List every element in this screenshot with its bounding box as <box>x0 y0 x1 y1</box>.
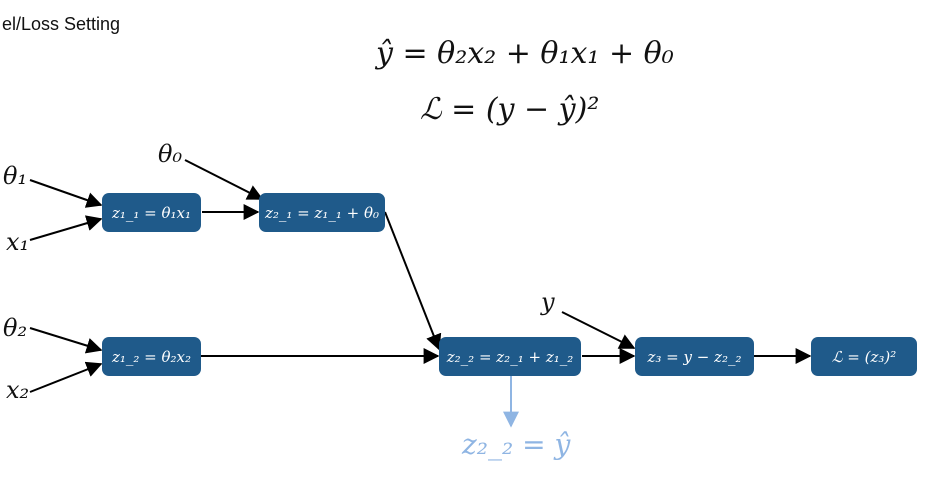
result-equation: z₂_₂ = ŷ <box>462 428 571 461</box>
x1-label: x₁ <box>6 228 30 256</box>
theta0-label: θ₀ <box>158 140 183 168</box>
edge-theta1-z11 <box>29 179 103 208</box>
edge-theta0-z21 <box>184 159 264 200</box>
x2-label: x₂ <box>6 376 30 404</box>
edge-x1-z11 <box>29 215 103 241</box>
node-loss: ℒ = (z₃)² <box>811 337 917 376</box>
node-z3: z₃ = y − z₂_₂ <box>635 337 754 376</box>
node-z11: z₁_₁ = θ₁x₁ <box>102 193 201 232</box>
node-z22: z₂_₂ = z₂_₁ + z₁_₂ <box>439 337 581 376</box>
theta1-label: θ₁ <box>3 162 28 190</box>
prediction-equation: ŷ = θ₂x₂ + θ₁x₁ + θ₀ <box>376 36 674 71</box>
y-label: y <box>541 288 555 316</box>
theta2-label: θ₂ <box>3 314 28 342</box>
node-z21: z₂_₁ = z₁_₁ + θ₀ <box>259 193 385 232</box>
edge-z21-z22 <box>384 211 442 351</box>
node-z12: z₁_₂ = θ₂x₂ <box>102 337 201 376</box>
edge-y-z3 <box>561 311 636 349</box>
edge-theta2-z12 <box>29 327 103 354</box>
section-title: el/Loss Setting <box>2 14 121 34</box>
edge-x2-z12 <box>29 361 103 393</box>
loss-equation: ℒ = (y − ŷ)² <box>420 92 600 127</box>
